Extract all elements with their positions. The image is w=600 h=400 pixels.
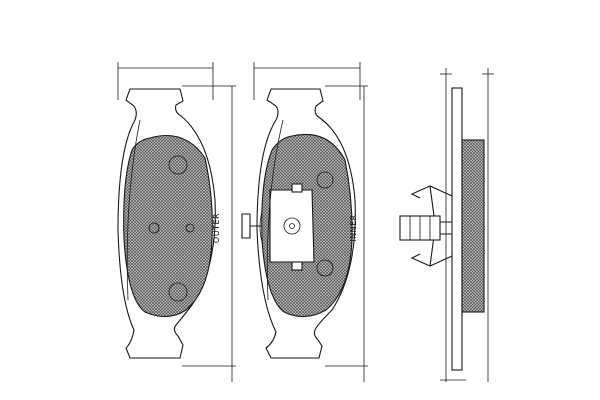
inner-label: INNER [349,214,358,241]
pad-side-view [399,68,494,382]
inner-pad-clip-bracket [269,189,315,263]
inner-pad-lower-hole [316,259,334,277]
side-view-friction-pad [461,139,485,313]
outer-label: OUTER [212,213,221,243]
inner-pad-view: INNER [241,62,368,382]
side-view-clip-connector [440,221,452,235]
inner-pad-width-dimension [253,62,361,100]
side-view-clip-ribs [409,216,431,240]
side-view-thickness-dimension [440,68,494,382]
inner-pad-upper-hole [316,171,334,189]
inner-pad-center-rivet-core [289,223,295,229]
inner-pad-sensor-mount [259,211,263,243]
outer-pad-width-dimension [117,62,214,100]
inner-pad-height-dimension [325,85,368,382]
outer-pad-edge-chamfer [126,119,141,301]
outer-pad-lower-hole [168,282,188,302]
outer-pad-center-hole-left [148,222,160,234]
inner-pad-center-rivet [283,217,301,235]
outer-pad-height-dimension [182,85,236,382]
inner-pad-clip-bottom-tab [291,261,303,271]
outer-pad-upper-hole [168,155,188,175]
inner-pad-edge-chamfer [266,119,284,301]
outer-pad-view: OUTER [117,62,236,382]
side-view-clip-spring [410,185,453,267]
side-view-backing-plate [451,87,463,371]
outer-friction-pad [123,134,213,318]
inner-pad-clip-top-tab [291,183,303,193]
outer-pad-center-hole-right [185,223,195,233]
